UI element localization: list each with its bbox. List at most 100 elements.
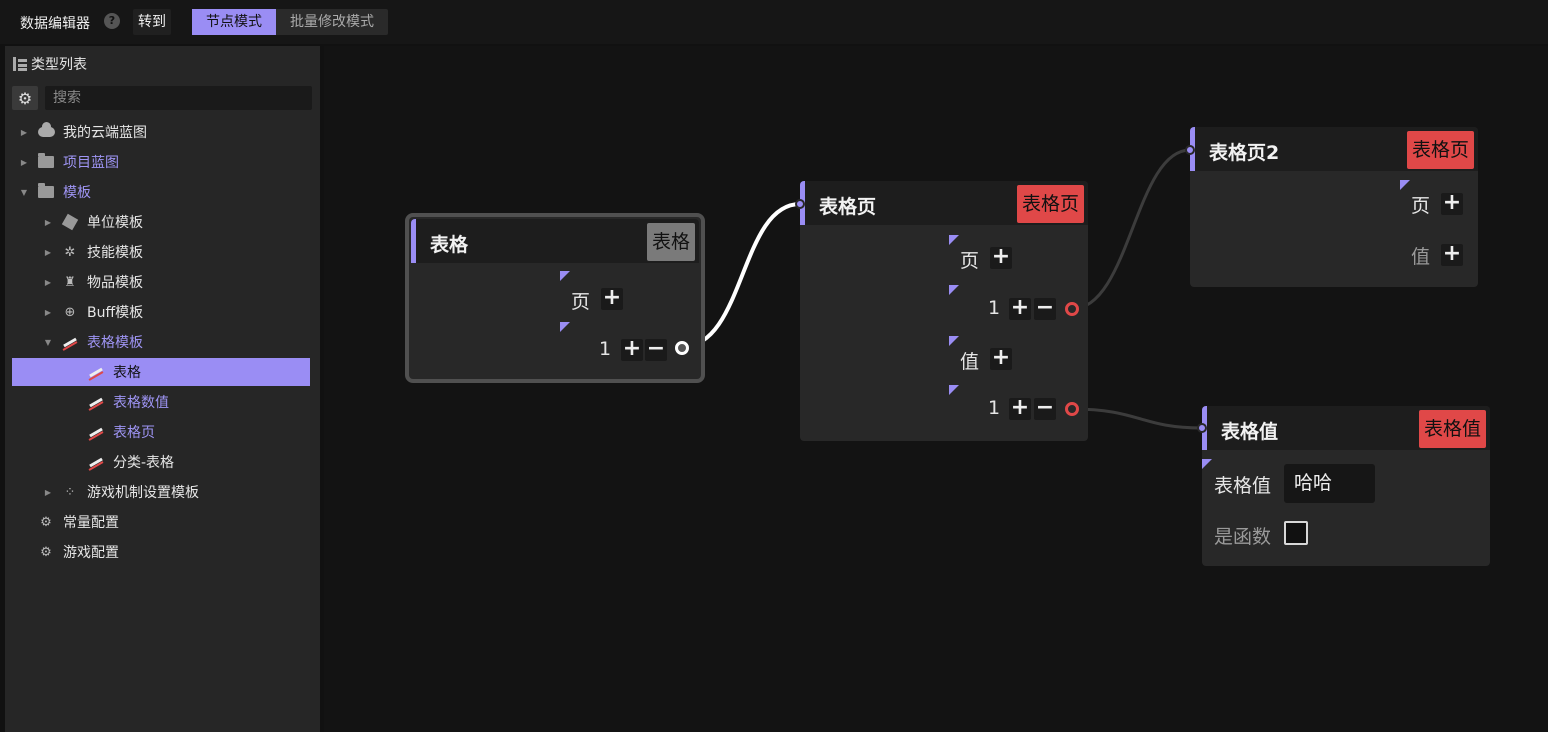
goto-button[interactable]: 转到 (133, 9, 171, 35)
tree-item-label: 常量配置 (63, 515, 119, 531)
chevron-down-icon[interactable]: ▼ (44, 337, 52, 347)
tree-item-label: 表格 (113, 365, 141, 381)
tree-item-item-template[interactable]: ▶ ♜ 物品模板 (43, 268, 313, 296)
node-mode-button[interactable]: 节点模式 (192, 9, 276, 35)
node-title: 表格页 (819, 196, 877, 218)
cloud-icon (37, 122, 55, 140)
node-table-header: 表格 表格 (411, 219, 699, 263)
tree-item-label: 表格模板 (87, 335, 143, 351)
tree-item-table-template[interactable]: ▼ 表格模板 (43, 328, 313, 356)
add-page-button[interactable]: + (990, 244, 1012, 269)
field-value-label: 表格值 (1214, 475, 1272, 497)
tree-item-label: 模板 (63, 185, 91, 201)
tree-item-label: 单位模板 (87, 215, 143, 231)
node-table[interactable]: 表格 表格 页 + 1 + − (405, 213, 705, 383)
field-value-label: 值 (960, 351, 980, 373)
input-port[interactable] (1185, 145, 1195, 155)
tree-item-category-table[interactable]: 分类-表格 (87, 448, 313, 476)
chevron-down-icon[interactable]: ▼ (20, 187, 28, 197)
node-type-tag: 表格页 (1406, 131, 1474, 169)
help-icon[interactable]: ? (104, 13, 120, 29)
field-marker-icon (560, 271, 570, 281)
output-port-value[interactable] (1065, 402, 1079, 416)
remove-row-button[interactable]: − (645, 336, 667, 361)
node-title: 表格 (430, 234, 469, 256)
is-function-checkbox[interactable] (1284, 521, 1308, 545)
node-table-value-header: 表格值 表格值 (1202, 406, 1490, 450)
batch-edit-mode-button[interactable]: 批量修改模式 (290, 14, 374, 30)
node-table-page[interactable]: 表格页 表格页 页 + 1 + − 值 + 1 + − (795, 181, 1088, 441)
folder-icon (37, 153, 55, 170)
gear-icon: ⚙ (40, 514, 52, 530)
tree-item-table[interactable]: 表格 (12, 358, 310, 386)
add-page-item-button[interactable]: + (1009, 295, 1031, 320)
field-page-label: 页 (960, 250, 980, 272)
top-toolbar: 数据编辑器 ? 转到 节点模式 批量修改模式 (0, 0, 1548, 44)
gear-icon: ⚙ (40, 544, 52, 560)
tree-item-label: 物品模板 (87, 275, 143, 291)
cube-icon (61, 213, 79, 231)
node-table-page-2[interactable]: 表格页2 表格页 页 + 值 + (1185, 127, 1478, 287)
input-port[interactable] (795, 199, 805, 209)
sparkle-icon: ✲ (64, 244, 76, 260)
app-title: 数据编辑器 (20, 16, 90, 32)
chevron-right-icon[interactable]: ▶ (20, 127, 28, 137)
bag-icon: ♜ (64, 274, 76, 290)
tree-item-cloud-blueprint[interactable]: ▶ 我的云端蓝图 (19, 118, 313, 146)
table-icon (87, 454, 105, 470)
node-type-tag: 表格 (646, 223, 695, 261)
chevron-right-icon[interactable]: ▶ (44, 217, 52, 227)
chevron-right-icon[interactable]: ▶ (20, 157, 28, 167)
tree-item-templates[interactable]: ▼ 模板 (19, 178, 313, 206)
field-value-label: 值 (1411, 246, 1431, 268)
input-port[interactable] (1197, 423, 1207, 433)
table-icon (61, 334, 79, 350)
settings-gear-icon[interactable]: ⚙ (12, 86, 38, 110)
node-table-value[interactable]: 表格值 表格值 表格值 哈哈 是函数 (1197, 406, 1490, 566)
add-page-button[interactable]: + (601, 285, 623, 310)
tree-item-skill-template[interactable]: ▶ ✲ 技能模板 (43, 238, 313, 266)
add-value-button[interactable]: + (990, 345, 1012, 370)
page-index: 1 (988, 297, 1001, 319)
tree-item-table-value[interactable]: 表格数值 (87, 388, 313, 416)
node-title: 表格值 (1221, 421, 1279, 443)
tree-item-label: 表格页 (113, 425, 155, 441)
tree-item-unit-template[interactable]: ▶ 单位模板 (43, 208, 313, 236)
chevron-right-icon[interactable]: ▶ (44, 487, 52, 497)
tree-item-game-mechanics-template[interactable]: ▶ ⁘ 游戏机制设置模板 (43, 478, 313, 506)
remove-page-item-button[interactable]: − (1034, 295, 1056, 320)
chevron-right-icon[interactable]: ▶ (44, 307, 52, 317)
field-marker-icon (949, 235, 959, 245)
output-port-page[interactable] (1065, 302, 1079, 316)
field-marker-icon (1400, 180, 1410, 190)
field-marker-icon (949, 385, 959, 395)
output-port[interactable] (675, 341, 689, 355)
tree-item-project-blueprint[interactable]: ▶ 项目蓝图 (19, 148, 313, 176)
node-type-tag: 表格值 (1418, 410, 1486, 448)
is-function-label: 是函数 (1214, 526, 1272, 548)
row-index: 1 (599, 338, 612, 360)
buff-icon: ⊕ (64, 304, 76, 320)
node-table-page-header: 表格页 表格页 (800, 181, 1088, 225)
tree-item-label: 项目蓝图 (63, 155, 119, 171)
field-marker-icon (560, 322, 570, 332)
tree-item-label: 分类-表格 (113, 455, 175, 471)
add-value-button[interactable]: + (1441, 241, 1463, 266)
tree-item-buff-template[interactable]: ▶ ⊕ Buff模板 (43, 298, 313, 326)
add-value-item-button[interactable]: + (1009, 395, 1031, 420)
field-marker-icon (1202, 459, 1212, 469)
tree-item-constant-config[interactable]: ⚙ 常量配置 (19, 508, 313, 536)
chevron-right-icon[interactable]: ▶ (44, 247, 52, 257)
add-page-button[interactable]: + (1441, 190, 1463, 215)
field-marker-icon (949, 285, 959, 295)
field-page-label: 页 (571, 291, 591, 313)
search-input[interactable] (45, 86, 312, 110)
add-row-button[interactable]: + (621, 336, 643, 361)
node-title: 表格页2 (1209, 142, 1280, 164)
type-list-header: 类型列表 (13, 54, 87, 74)
table-value-input[interactable]: 哈哈 (1284, 464, 1375, 503)
tree-item-table-page[interactable]: 表格页 (87, 418, 313, 446)
chevron-right-icon[interactable]: ▶ (44, 277, 52, 287)
tree-item-game-config[interactable]: ⚙ 游戏配置 (19, 538, 313, 566)
remove-value-item-button[interactable]: − (1034, 395, 1056, 420)
